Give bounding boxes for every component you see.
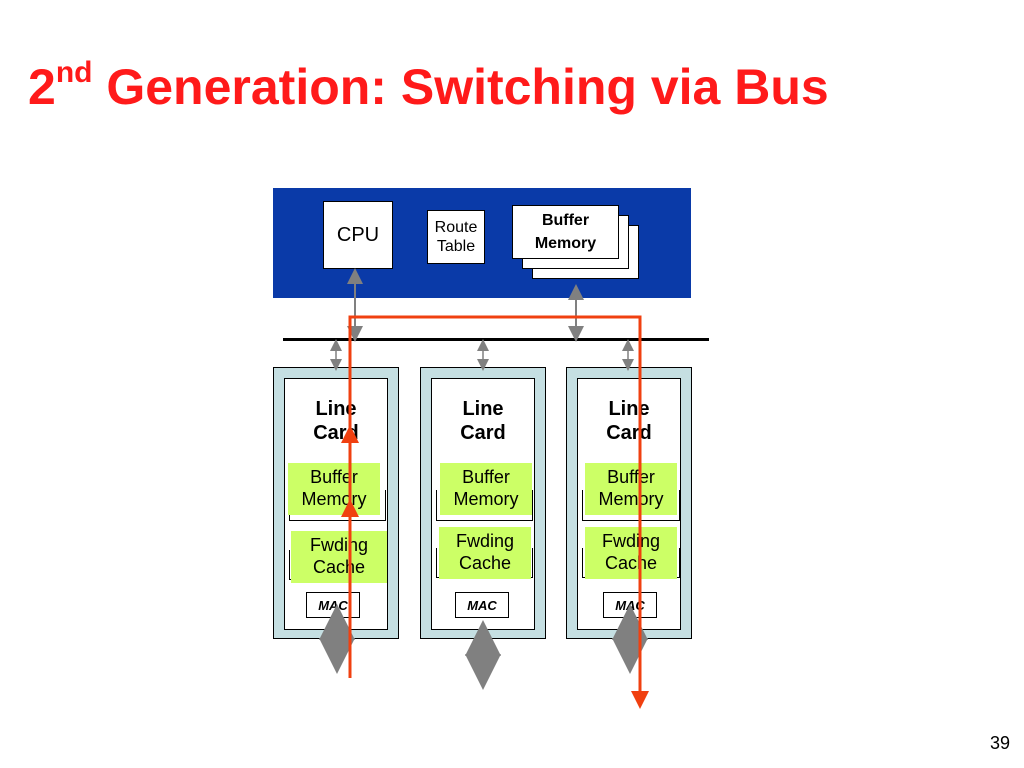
cpu-buffer-memory-box: Buffer Memory xyxy=(512,205,619,259)
cpu-buffer-label-line1: Buffer xyxy=(541,211,590,229)
route-table-label-line1: Route xyxy=(434,218,478,236)
buffer-label-line2: Memory xyxy=(301,489,367,509)
buffer-label-line2: Memory xyxy=(598,489,664,509)
page-number: 39 xyxy=(989,733,1010,753)
buffer-label-line1: Buffer xyxy=(607,467,655,488)
buffer-label-line1: Buffer xyxy=(462,467,510,488)
mac-box: MAC xyxy=(455,592,509,618)
fwding-label-line2: Cache xyxy=(604,553,658,573)
title-superscript: nd xyxy=(55,56,93,90)
slide-title: 2nd Generation: Switching via Bus xyxy=(28,58,829,115)
title-text: Generation: Switching via Bus xyxy=(92,59,829,115)
line-card-title: Line Card xyxy=(432,397,534,445)
mac-label: MAC xyxy=(467,597,497,613)
fwding-label-line1: Fwding xyxy=(601,531,661,552)
line-card-title-line1: Line xyxy=(315,398,357,420)
buffer-label-line2: Memory xyxy=(453,489,519,509)
line-card-title: Line Card xyxy=(285,397,387,445)
cpu-label: CPU xyxy=(336,223,380,246)
cpu-buffer-label-line2: Memory xyxy=(534,235,597,252)
fwding-label-line1: Fwding xyxy=(455,531,515,552)
cpu-box: CPU xyxy=(323,201,393,269)
route-table-box: Route Table xyxy=(427,210,485,264)
fwding-label-line2: Cache xyxy=(312,557,366,577)
shared-bus xyxy=(283,338,709,341)
fwding-label-line1: Fwding xyxy=(309,535,369,556)
line-card-title-line2: Card xyxy=(313,422,359,444)
mac-label: MAC xyxy=(615,597,645,613)
buffer-label-line1: Buffer xyxy=(310,467,358,488)
title-number: 2 xyxy=(28,59,56,115)
line-card-title-line2: Card xyxy=(606,422,652,444)
mac-box: MAC xyxy=(603,592,657,618)
line-card-title: Line Card xyxy=(578,397,680,445)
line-card-title-line1: Line xyxy=(608,398,650,420)
fwding-label-line2: Cache xyxy=(458,553,512,573)
line-card-title-line2: Card xyxy=(460,422,506,444)
route-table-label-line2: Table xyxy=(436,238,476,255)
line-card-title-line1: Line xyxy=(462,398,504,420)
mac-label: MAC xyxy=(318,597,348,613)
mac-box: MAC xyxy=(306,592,360,618)
